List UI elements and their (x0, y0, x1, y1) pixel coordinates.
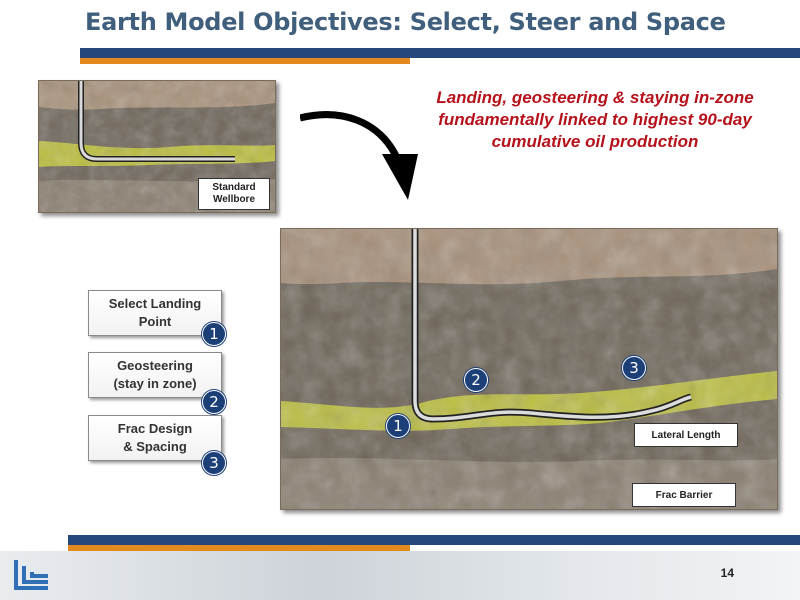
objective-3-line2: & Spacing (123, 439, 187, 454)
lateral-length-label: Lateral Length (634, 423, 738, 447)
objective-1-badge: 1 (202, 322, 226, 346)
standard-wellbore-label-line1: Standard (212, 182, 256, 193)
objective-2-line2: (stay in zone) (113, 376, 197, 391)
objective-3-line1: Frac Design (117, 421, 193, 436)
standard-wellbore-label-line2: Wellbore (212, 194, 256, 205)
objective-1-line2: Point (138, 314, 172, 329)
company-logo-icon (14, 560, 48, 590)
geosteering-marker: 2 (464, 368, 488, 392)
footer-background (0, 551, 800, 600)
objective-geosteering: Geosteering (stay in zone) (88, 352, 222, 398)
callout-text: Landing, geosteering & staying in-zone f… (436, 88, 754, 151)
footer-bar-orange (68, 545, 410, 551)
landing-point-marker: 1 (386, 414, 410, 438)
curved-arrow-icon (300, 111, 418, 200)
header-bar-blue (80, 48, 800, 58)
header-bar-orange (80, 58, 410, 64)
frac-marker: 3 (622, 356, 646, 380)
objective-frac-design: Frac Design & Spacing (88, 415, 222, 461)
standard-wellbore-diagram (38, 80, 276, 213)
frac-barrier-label: Frac Barrier (632, 483, 736, 507)
objective-select-landing: Select Landing Point (88, 290, 222, 336)
earth-model-diagram (280, 228, 778, 510)
slide-title: Earth Model Objectives: Select, Steer an… (85, 8, 726, 36)
objective-1-line1: Select Landing (108, 296, 202, 311)
page-number: 14 (720, 566, 734, 580)
objective-2-line1: Geosteering (117, 358, 193, 373)
objective-3-badge: 3 (202, 451, 226, 475)
standard-wellbore-label: Standard Wellbore (198, 178, 270, 210)
footer-bar-blue (68, 535, 800, 545)
objective-2-badge: 2 (202, 390, 226, 414)
